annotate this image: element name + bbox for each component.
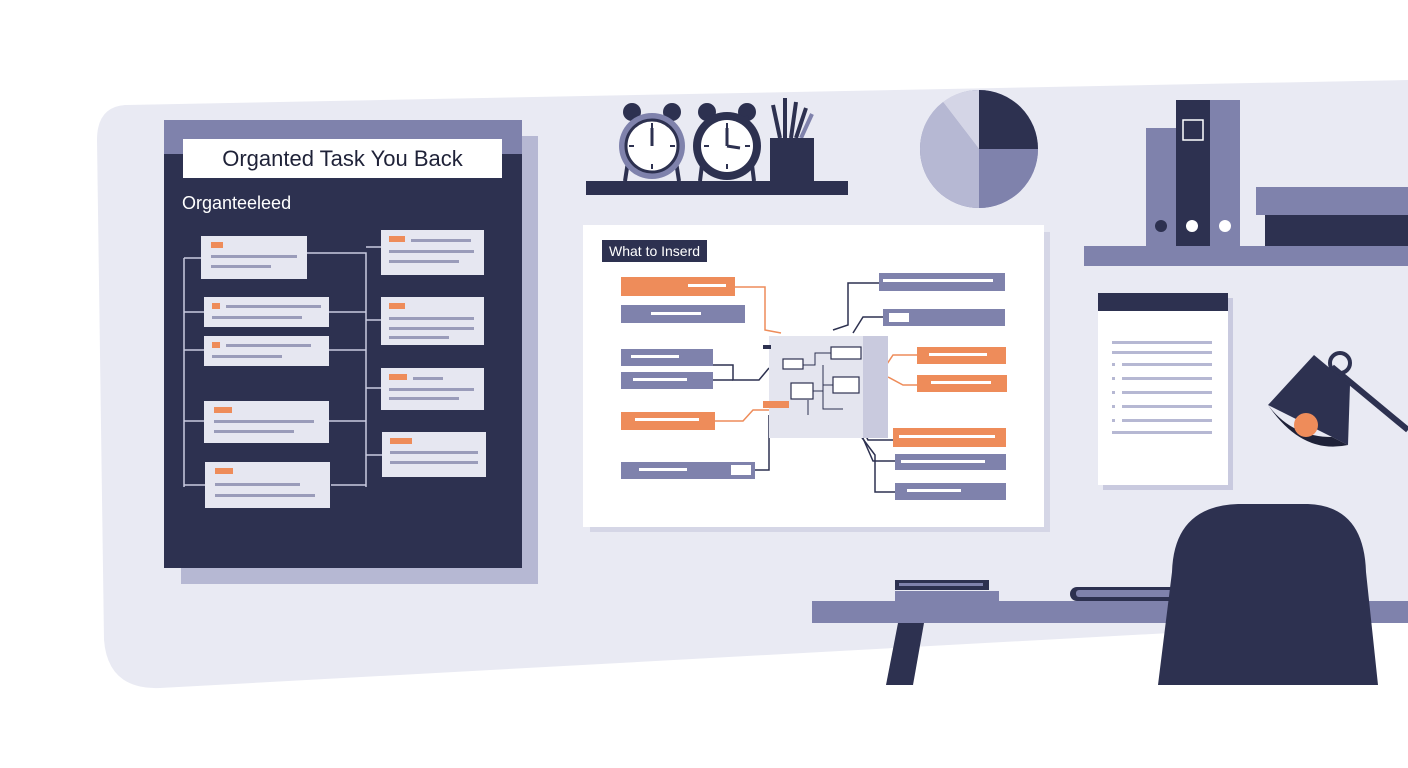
binder-icon (1210, 100, 1240, 246)
card-accent (214, 407, 232, 413)
card-line (212, 316, 302, 319)
board-title: Organted Task You Back (183, 139, 502, 178)
card-line (413, 377, 443, 380)
flow-node (621, 277, 735, 296)
task-card (381, 297, 484, 345)
card-accent (389, 236, 405, 242)
card-line (389, 250, 474, 253)
card-line (389, 260, 459, 263)
card-line (226, 344, 311, 347)
card-accent (390, 438, 412, 444)
board-subtitle: Organteeleed (182, 193, 292, 213)
whiteboard-label: What to Inserd (602, 240, 708, 262)
task-card (204, 401, 329, 443)
card-accent (212, 303, 220, 309)
binder-icon (1176, 100, 1210, 246)
card-line (215, 483, 300, 486)
alarm-clock-icon (693, 103, 761, 182)
task-card (381, 230, 484, 275)
card-line (211, 265, 271, 268)
task-card (381, 368, 484, 410)
flow-diagram (621, 273, 1007, 500)
card-accent (211, 242, 223, 248)
pencil-cup-icon (770, 98, 814, 182)
pie-chart-icon (919, 89, 1038, 208)
paper-header (1098, 293, 1228, 311)
flow-node (621, 462, 755, 479)
task-card (201, 236, 307, 279)
card-line (389, 397, 459, 400)
card-line (215, 494, 315, 497)
card-line (390, 451, 478, 454)
card-line (214, 420, 314, 423)
task-card (205, 462, 330, 508)
card-line (389, 388, 474, 391)
task-card (204, 336, 329, 366)
card-line (214, 430, 294, 433)
card-accent (215, 468, 233, 474)
binder-icon (1146, 128, 1178, 246)
book-icon (895, 580, 999, 602)
desk-lamp-icon (1268, 351, 1408, 447)
card-line (211, 255, 297, 258)
task-card (382, 432, 486, 477)
clock-shelf (586, 98, 848, 195)
card-line (411, 239, 471, 242)
binder-shelf (1084, 100, 1408, 266)
alarm-clock-icon (619, 103, 685, 182)
card-line (389, 327, 474, 330)
card-accent (389, 303, 405, 309)
flow-node (883, 309, 1005, 326)
paper-lines (1112, 341, 1212, 434)
paper-sheet (1098, 293, 1228, 485)
card-accent (389, 374, 407, 380)
card-line (226, 305, 321, 308)
card-line (390, 461, 478, 464)
card-line (212, 355, 282, 358)
card-accent (212, 342, 220, 348)
card-line (389, 336, 449, 339)
card-line (389, 317, 474, 320)
chair-icon (1158, 504, 1378, 685)
task-card (204, 297, 329, 327)
